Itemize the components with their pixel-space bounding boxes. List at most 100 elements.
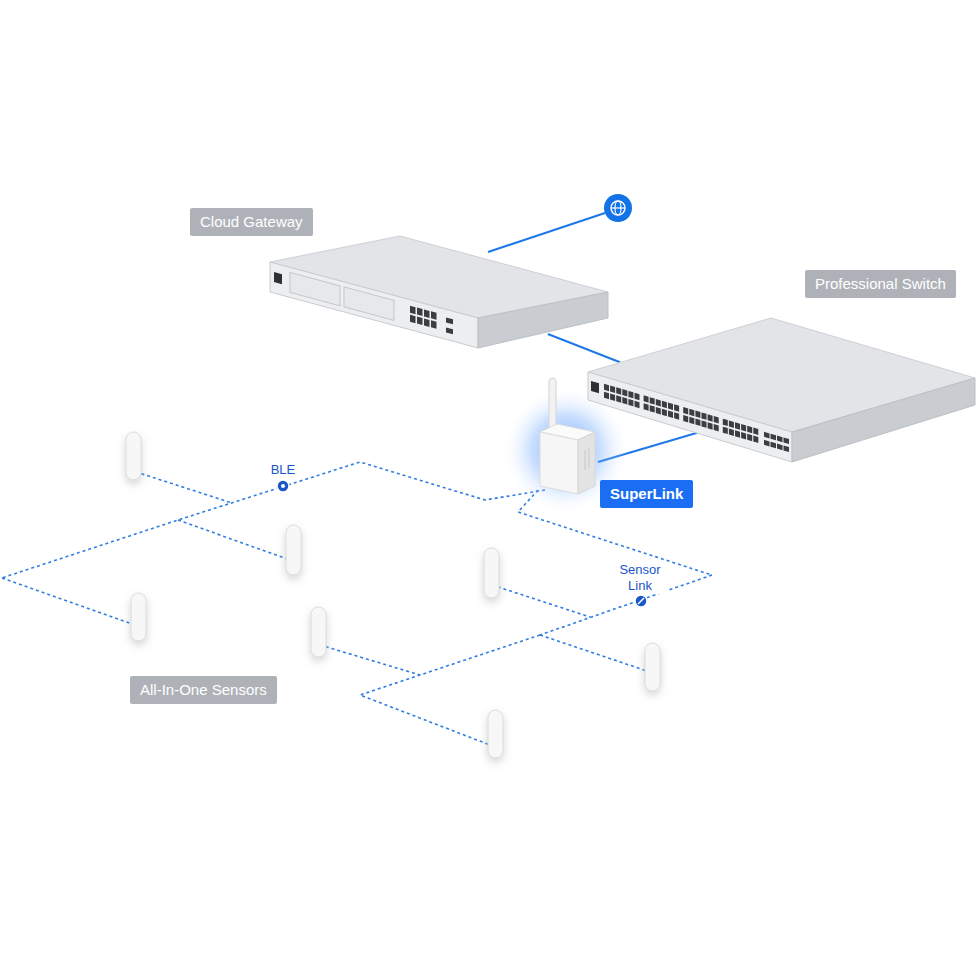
network-port (735, 422, 740, 429)
gateway-front (270, 262, 478, 348)
sensor-device (311, 607, 326, 657)
device-label: Professional Switch (805, 270, 956, 298)
network-port (610, 394, 615, 401)
network-port (431, 311, 437, 319)
network-port (424, 309, 430, 317)
network-port (417, 308, 423, 316)
network-port (635, 401, 640, 408)
device-label: SuperLink (600, 480, 693, 508)
network-port (714, 424, 719, 431)
device-node: All-In-One Sensors (2, 492, 712, 770)
network-port (668, 411, 673, 418)
network-port (650, 397, 655, 404)
device-label: All-In-One Sensors (130, 676, 277, 704)
network-port (729, 420, 734, 427)
mesh-link (492, 585, 590, 617)
network-port (446, 317, 453, 324)
superlink-side (578, 432, 595, 494)
switch-side (792, 378, 975, 462)
wireless-link (2, 462, 545, 578)
network-port (410, 315, 416, 323)
network-port (417, 317, 423, 325)
network-port (656, 399, 661, 406)
link-label: Sensor Link (613, 562, 667, 594)
network-port (656, 407, 661, 414)
globe-outline (611, 201, 625, 215)
device-node: Professional Switch (620, 268, 978, 432)
drive-bay (344, 287, 394, 320)
network-port (723, 427, 728, 434)
switch-front (588, 372, 792, 462)
network-port (689, 417, 694, 424)
sensorlink-dot (635, 595, 647, 607)
network-port (622, 389, 627, 396)
label-text: Professional Switch (815, 275, 946, 292)
sensor-device (645, 643, 660, 691)
mesh-link (360, 635, 540, 745)
globe-equator (611, 207, 625, 208)
ble-dot-core (281, 484, 285, 488)
network-port (714, 416, 719, 423)
network-port (616, 395, 621, 402)
mesh-link (320, 645, 420, 675)
network-port (729, 428, 734, 435)
mesh-link (2, 578, 135, 625)
superlink-front (540, 432, 578, 494)
network-port (622, 397, 627, 404)
network-port (723, 419, 728, 426)
network-port (777, 436, 783, 443)
network-port (628, 399, 633, 406)
network-port (735, 430, 740, 437)
network-port (702, 420, 707, 427)
network-port (628, 391, 633, 398)
network-port (650, 405, 655, 412)
network-port (753, 436, 758, 443)
network-port (635, 393, 640, 400)
device-node: SuperLink (535, 375, 598, 490)
network-port (695, 419, 700, 426)
label-text: All-In-One Sensors (140, 681, 267, 698)
network-port (764, 440, 770, 447)
sensor-device (484, 548, 499, 598)
network-port (741, 432, 746, 439)
network-port (753, 428, 758, 435)
uplink-wire (488, 213, 605, 252)
network-port (784, 446, 790, 453)
network-port (771, 442, 777, 449)
switch-console (591, 381, 599, 393)
network-port (683, 407, 688, 414)
mesh-link (130, 470, 232, 503)
network-port (644, 403, 649, 410)
network-port (604, 392, 609, 399)
label-text: SuperLink (610, 485, 683, 502)
sensor-device (488, 710, 503, 758)
network-port (662, 409, 667, 416)
label-text: Cloud Gateway (200, 213, 303, 230)
network-port (662, 401, 667, 408)
network-port (644, 395, 649, 402)
network-port (747, 426, 752, 433)
network-port (683, 415, 688, 422)
sensorlink-dot-mark (638, 598, 644, 604)
network-port (708, 414, 713, 421)
network-port (424, 318, 430, 326)
sensor-device (131, 593, 146, 641)
network-port (604, 384, 609, 391)
superlink-vent (589, 448, 590, 468)
device-node: Cloud Gateway (190, 205, 585, 334)
network-port (446, 327, 453, 334)
network-port (695, 411, 700, 418)
network-port (616, 387, 621, 394)
link-label: BLE (265, 462, 301, 478)
network-port (431, 320, 437, 328)
sensor-device (126, 432, 141, 480)
drive-bay (290, 272, 340, 305)
network-port (708, 422, 713, 429)
globe-icon (604, 194, 632, 222)
network-port (784, 438, 790, 445)
network-port (764, 432, 770, 439)
network-port (771, 434, 777, 441)
mesh-link (178, 520, 290, 560)
device-label: Cloud Gateway (190, 208, 313, 236)
